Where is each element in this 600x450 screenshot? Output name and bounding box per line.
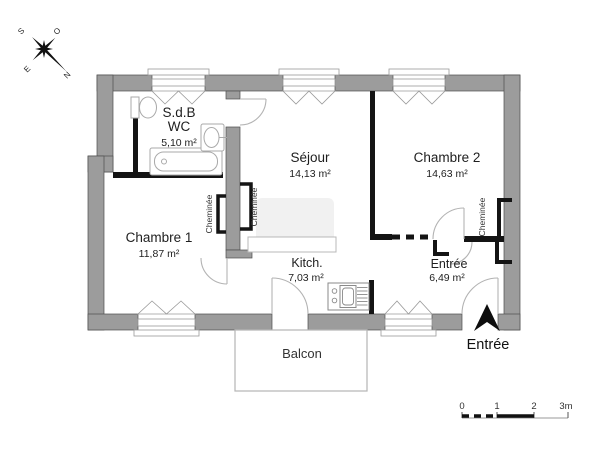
- partition-nook-1: [433, 240, 437, 256]
- label-chambre2: Chambre 2: [414, 150, 481, 165]
- door-chambre1: [200, 257, 228, 285]
- sink-icon: [200, 123, 227, 152]
- label-sejour: Séjour: [290, 150, 330, 165]
- partition-nook-4: [495, 260, 512, 264]
- partition-nook-3: [495, 242, 499, 264]
- label-entree-room: Entrée: [431, 257, 468, 271]
- watermark: [256, 198, 334, 244]
- fireplace-chambre2-icon: [497, 198, 512, 236]
- scale-tick-1: 1: [494, 401, 499, 412]
- wall-top-3: [334, 74, 394, 92]
- wall-bottom-3: [307, 313, 386, 331]
- door-entree-closet: [449, 241, 473, 265]
- label-fireplace-sejour: Cheminée: [249, 187, 259, 226]
- windows: [133, 68, 450, 337]
- wall-center-stub: [225, 90, 241, 100]
- kitchen-sink-unit-icon: [327, 282, 370, 311]
- label-entrance: Entrée: [467, 337, 510, 353]
- label-fireplace-chambre1: Cheminée: [204, 194, 214, 233]
- wall-bottom-2: [194, 313, 273, 331]
- room-labels: S.d.B WC 5,10 m² Séjour 14,13 m² Chambre…: [126, 105, 510, 361]
- balcony-outline: [234, 329, 368, 392]
- door-balcony: [271, 277, 309, 315]
- window-entree: [380, 300, 437, 337]
- window-sejour: [278, 68, 340, 105]
- compass-star-icon: [32, 37, 67, 72]
- toilet-icon: [130, 96, 157, 119]
- window-sdb: [147, 68, 210, 105]
- wall-bottom-4: [431, 313, 463, 331]
- partition-chambre2-bottom: [464, 236, 504, 242]
- compass-east: E: [22, 64, 32, 74]
- scale-bar: 0 1 2 3m: [459, 401, 573, 419]
- area-sdb: 5,10 m²: [161, 137, 197, 149]
- wall-bottom-5: [497, 313, 521, 331]
- wall-right: [503, 74, 521, 331]
- label-balcony: Balcon: [282, 346, 322, 361]
- wall-top-2: [204, 74, 284, 92]
- wall-center-column: [225, 126, 241, 251]
- door-chambre2: [432, 207, 465, 240]
- fireplace-chambre1-icon: [216, 194, 226, 234]
- label-fireplace-chambre2: Cheminée: [477, 197, 487, 236]
- area-entree: 6,49 m²: [429, 272, 465, 284]
- compass-west: O: [52, 26, 63, 37]
- scale-tick-2: 2: [531, 401, 536, 412]
- entrance-arrow-icon: [474, 304, 500, 331]
- area-kitchen: 7,03 m²: [288, 272, 324, 284]
- compass-south: S: [16, 26, 26, 36]
- partition-nook-2: [433, 252, 449, 256]
- label-chambre1: Chambre 1: [126, 230, 193, 245]
- label-wc: WC: [168, 119, 191, 134]
- scale-tick-3m: 3m: [559, 401, 572, 412]
- kitchen-counter: [247, 236, 337, 253]
- window-chambre2: [388, 68, 450, 105]
- compass-rose: S O E N: [16, 26, 72, 81]
- area-chambre2: 14,63 m²: [426, 168, 468, 180]
- scale-tick-0: 0: [459, 401, 464, 412]
- fireplace-sejour-icon: [240, 182, 253, 231]
- compass-north: N: [62, 70, 73, 81]
- window-chambre1: [133, 300, 200, 337]
- door-sdb: [239, 98, 267, 126]
- partition-sejour-chambre2: [370, 91, 375, 238]
- wall-left-lower: [87, 155, 105, 331]
- area-chambre1: 11,87 m²: [139, 248, 180, 260]
- partition-kitchen-stub: [369, 280, 374, 314]
- label-sdb: S.d.B: [162, 105, 195, 120]
- wall-center-foot: [225, 249, 253, 259]
- area-sejour: 14,13 m²: [289, 168, 331, 180]
- doors: [200, 98, 499, 315]
- label-kitchen: Kitch.: [291, 256, 322, 270]
- fixtures: [130, 96, 370, 311]
- wall-bottom-1: [87, 313, 139, 331]
- bathtub-icon: [149, 147, 223, 176]
- partition-sdb-vertical: [133, 116, 138, 178]
- door-entrance: [461, 277, 499, 315]
- partition-divider-foot: [370, 234, 392, 240]
